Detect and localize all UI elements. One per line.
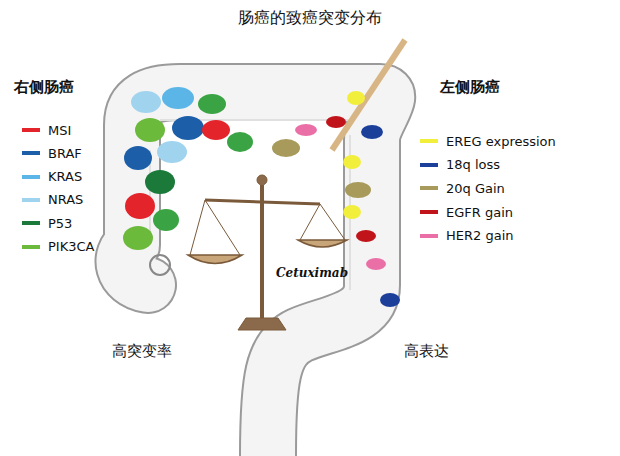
legend-swatch	[22, 175, 40, 179]
title: 肠癌的致癌突变分布	[238, 8, 382, 29]
label: 高突变率	[112, 342, 172, 361]
label: 高表达	[404, 342, 449, 361]
legend-swatch	[420, 234, 438, 238]
label: 左侧肠癌	[440, 78, 500, 97]
legend-text: 18q loss	[446, 157, 500, 172]
label: 右侧肠癌	[14, 78, 74, 97]
legend-swatch	[420, 139, 438, 143]
legend-text: MSI	[48, 123, 71, 138]
legend-swatch	[22, 198, 40, 202]
legend-swatch	[22, 245, 40, 249]
legend-text: P53	[48, 216, 72, 231]
legend-swatch	[22, 151, 40, 155]
legend-swatch	[22, 221, 40, 225]
legend-swatch	[22, 128, 40, 132]
legend-swatch	[420, 210, 438, 214]
legend-text: EREG expression	[446, 134, 556, 149]
legend-text: PIK3CA	[48, 239, 94, 254]
legend-swatch	[420, 186, 438, 190]
legend-text: HER2 gain	[446, 228, 514, 243]
legend-text: EGFR gain	[446, 205, 513, 220]
label: Cetuximab	[276, 266, 348, 280]
legend-text: NRAS	[48, 192, 83, 207]
legend-text: KRAS	[48, 169, 82, 184]
legend-swatch	[420, 163, 438, 167]
legend-text: 20q Gain	[446, 181, 505, 196]
legend-text: BRAF	[48, 146, 82, 161]
